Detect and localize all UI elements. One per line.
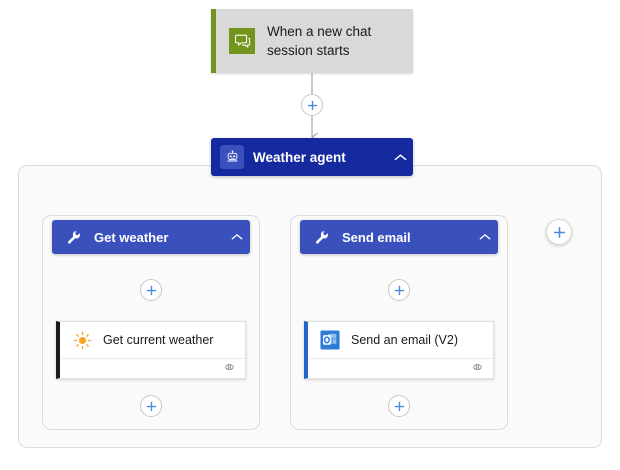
outlook-icon <box>319 329 341 351</box>
plus-icon <box>307 100 317 110</box>
action-card-send-an-email[interactable]: Send an email (V2) <box>304 321 494 379</box>
action-footer <box>60 359 245 379</box>
action-card-get-current-weather[interactable]: Get current weather <box>56 321 246 379</box>
wrench-icon <box>64 227 84 247</box>
add-step-button-send-email[interactable] <box>388 279 410 301</box>
action-label: Send an email (V2) <box>351 333 459 347</box>
connector-link-icon <box>223 360 236 378</box>
add-tool-button[interactable] <box>546 219 572 245</box>
add-step-button-left-bottom[interactable] <box>140 395 162 417</box>
plus-icon <box>553 226 565 238</box>
agent-node-weather-agent[interactable]: Weather agent <box>211 138 413 176</box>
add-step-button-trigger[interactable] <box>301 94 323 116</box>
tool-label: Send email <box>342 229 411 245</box>
agent-label: Weather agent <box>253 149 346 165</box>
connector-link-icon <box>471 360 484 378</box>
action-header: Get current weather <box>60 322 245 359</box>
tool-node-get-weather[interactable]: Get weather <box>52 220 250 254</box>
action-header: Send an email (V2) <box>308 322 493 359</box>
plus-icon <box>146 401 156 411</box>
chat-bubbles-icon <box>229 28 255 54</box>
action-footer <box>308 359 493 379</box>
plus-icon <box>394 285 404 295</box>
action-label: Get current weather <box>103 333 214 347</box>
tool-label: Get weather <box>94 229 169 245</box>
chevron-up-icon-get-weather[interactable] <box>224 220 250 254</box>
add-step-button-get-weather[interactable] <box>140 279 162 301</box>
plus-icon <box>146 285 156 295</box>
plus-icon <box>394 401 404 411</box>
sun-icon <box>71 329 93 351</box>
wrench-icon <box>312 227 332 247</box>
robot-icon <box>220 145 244 169</box>
trigger-node[interactable]: When a new chat session starts <box>211 9 413 73</box>
tool-node-send-email[interactable]: Send email <box>300 220 498 254</box>
chevron-up-icon-agent[interactable] <box>387 138 413 176</box>
chevron-up-icon-send-email[interactable] <box>472 220 498 254</box>
trigger-label: When a new chat session starts <box>267 24 372 58</box>
add-step-button-right-bottom[interactable] <box>388 395 410 417</box>
